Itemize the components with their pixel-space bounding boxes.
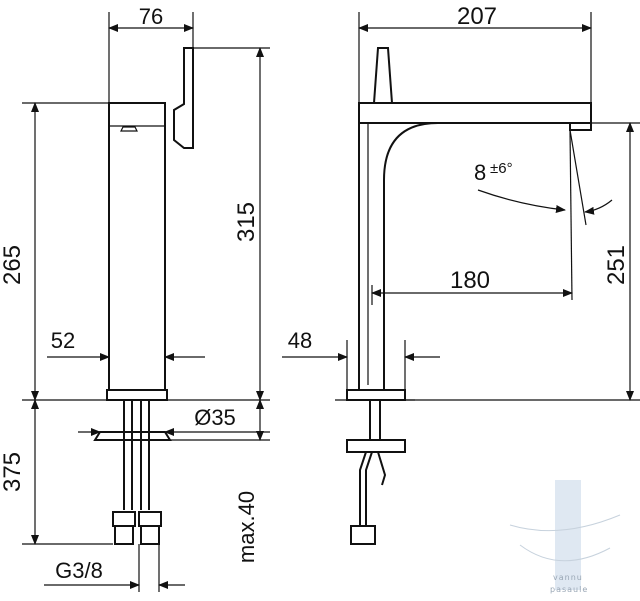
watermark-line2: pasaule [550,585,588,594]
front-dimensions: 76 265 315 52 Ø35 375 max.40 G [0,4,270,592]
dim-48: 48 [288,328,312,353]
dim-265: 265 [0,245,26,285]
dim-angle-tol: ±6° [490,160,513,177]
dim-180: 180 [450,267,490,294]
front-lever [173,47,194,149]
side-lever [373,47,393,104]
dim-max40: max.40 [234,491,259,563]
side-body-spout [358,122,592,390]
dim-207: 207 [457,3,497,30]
watermark-logo: vannu pasaule [509,480,621,594]
front-view [93,47,194,545]
side-view [335,47,592,545]
dim-angle: 8 [474,160,486,185]
dim-76: 76 [139,4,163,29]
dim-d35: Ø35 [194,405,236,430]
watermark-line1: vannu [553,573,583,582]
dim-375: 375 [0,452,26,492]
front-body [108,102,166,391]
side-dimensions: 207 251 180 8 ±6° 48 [282,3,640,401]
dim-g38: G3/8 [55,558,103,583]
front-base [106,389,168,401]
dim-315: 315 [233,202,260,242]
dim-52: 52 [51,328,75,353]
dim-251: 251 [603,245,630,285]
